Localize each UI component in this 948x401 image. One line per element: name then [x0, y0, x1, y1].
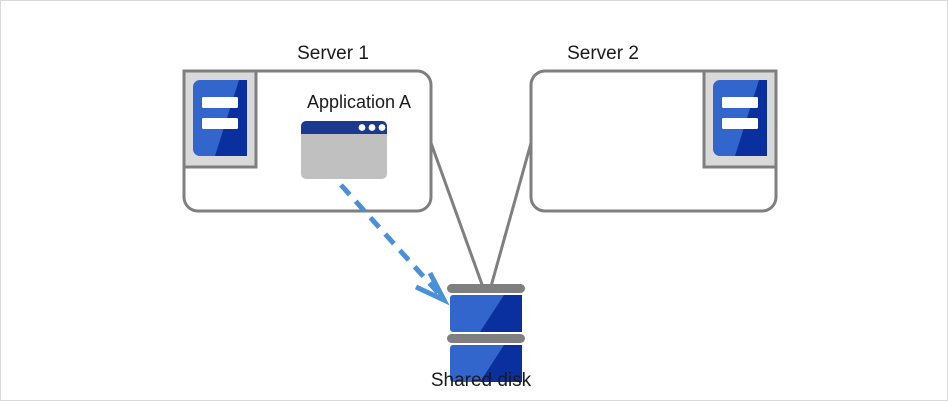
server-icon: [713, 80, 767, 156]
connector-application-a-to-disk: [339, 183, 450, 306]
shared-disk-label: Shared disk: [430, 370, 532, 391]
connector-server1-to-disk: [429, 142, 486, 291]
window-dot-1: [358, 124, 366, 131]
disk-stack-icon[interactable]: [447, 284, 525, 382]
server-icon: [193, 80, 247, 156]
disk-platter-upper: [450, 295, 522, 332]
connector-server2-to-disk: [488, 142, 533, 291]
server1-label: Server 1: [297, 43, 369, 64]
disk-platter-lower: [450, 345, 522, 382]
application-window-icon: [301, 121, 387, 179]
server2-label: Server 2: [567, 43, 639, 64]
disk-band-top: [447, 284, 525, 293]
window-dot-2: [368, 124, 376, 131]
window-dot-3: [378, 124, 386, 131]
application-a-label: Application A: [306, 92, 412, 112]
disk-band-middle: [447, 334, 525, 343]
arrowhead-icon: [414, 271, 450, 306]
